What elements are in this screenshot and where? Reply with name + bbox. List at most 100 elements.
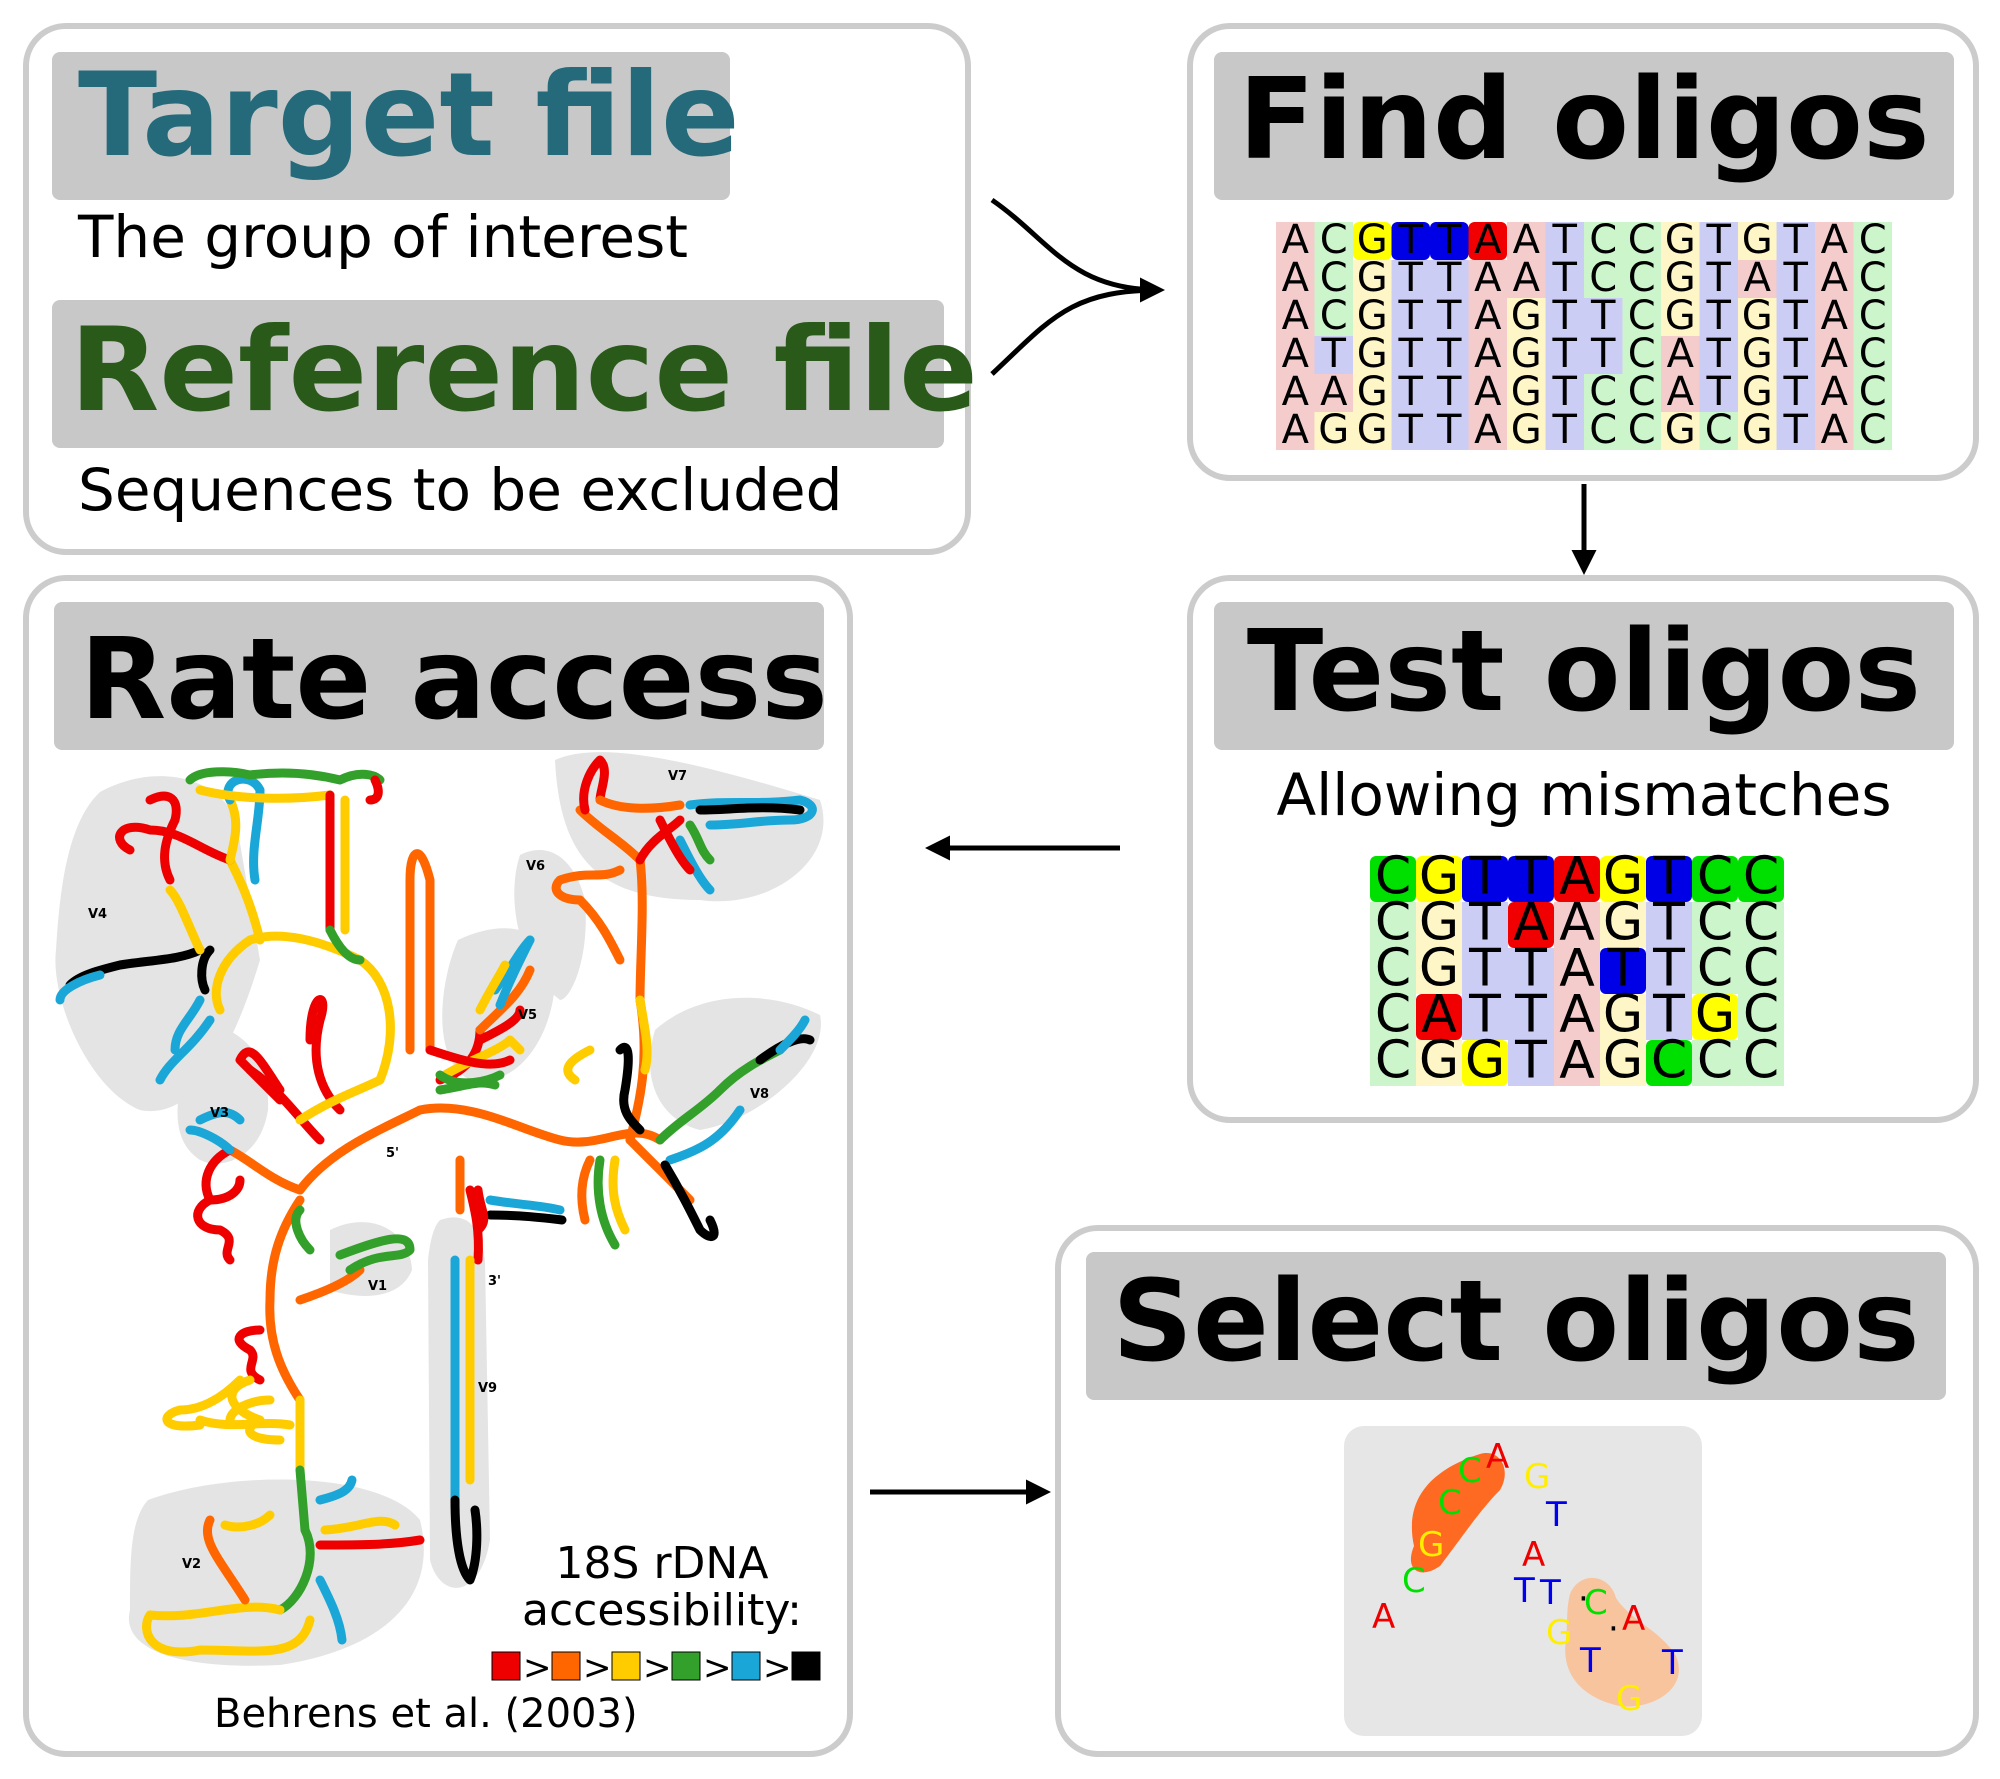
test_panel-cell (1600, 1040, 1646, 1086)
find_panel-cell (1776, 412, 1815, 450)
rrna-structure (55, 755, 817, 1657)
test_panel-base: A (1421, 985, 1457, 1045)
find_panel-cell (1584, 260, 1623, 298)
legend-swatch (671, 1651, 701, 1681)
legend-line-1: 18S rDNA (556, 1538, 769, 1589)
test_panel-cell (1416, 948, 1462, 994)
find_panel-base: T (1552, 293, 1578, 339)
region-label-v7: V7 (668, 769, 687, 784)
reference-title-bar (52, 300, 944, 448)
test_panel-base: G (1419, 893, 1459, 953)
find_panel-cell (1468, 222, 1507, 260)
find_panel-cell (1661, 374, 1700, 412)
find_panel-cell (1545, 374, 1584, 412)
test_panel-cell (1554, 948, 1600, 994)
find_panel-cell (1699, 412, 1738, 450)
find_panel-base: T (1783, 293, 1809, 339)
find_panel-cell (1622, 374, 1661, 412)
test_panel-cell (1646, 1040, 1692, 1086)
find_panel-cell (1815, 374, 1854, 412)
find_panel-base: A (1282, 369, 1310, 415)
test_panel-cell (1416, 1040, 1462, 1086)
test_panel-cell (1600, 902, 1646, 948)
test_panel-base: C (1697, 893, 1733, 953)
oligo-letter: C (1438, 1483, 1462, 1523)
find_panel-base: A (1282, 331, 1310, 377)
find_panel-base: T (1706, 293, 1732, 339)
find_panel-cell (1545, 336, 1584, 374)
find_panel-cell (1622, 412, 1661, 450)
oligo-letter: G (1546, 1613, 1572, 1653)
find_panel-base: A (1474, 217, 1502, 263)
find_panel-cell (1314, 298, 1353, 336)
region-label-v2: V2 (182, 1557, 201, 1572)
find_panel-base: C (1320, 217, 1348, 263)
test_panel-cell (1738, 856, 1784, 902)
find_panel-cell (1622, 298, 1661, 336)
find_panel-base: T (1783, 369, 1809, 415)
test_panel-base: C (1743, 893, 1779, 953)
test_panel-base: C (1375, 985, 1411, 1045)
oligo-letter: T (1545, 1495, 1567, 1535)
find_panel-base: T (1552, 331, 1578, 377)
rate-access-panel: Rate access (23, 575, 853, 1757)
find_panel-cell (1468, 336, 1507, 374)
test_panel-cell (1370, 994, 1416, 1040)
test_panel-base: G (1419, 939, 1459, 999)
test_panel-base: C (1375, 1031, 1411, 1091)
test_panel-base: T (1652, 893, 1685, 953)
find_panel-cell (1622, 222, 1661, 260)
find_panel-base: T (1436, 217, 1462, 263)
find_panel-cell (1430, 336, 1469, 374)
test_panel-base: G (1603, 985, 1643, 1045)
test_panel-base: T (1652, 985, 1685, 1045)
find_panel-base: A (1474, 293, 1502, 339)
find_panel-cell (1276, 336, 1315, 374)
region-label-v8: V8 (750, 1087, 769, 1102)
select-title: Select oligos (1112, 1257, 1919, 1387)
test_panel-base: T (1468, 847, 1501, 907)
region-label-v3: V3 (210, 1106, 229, 1121)
find_panel-cell (1391, 374, 1430, 412)
find_panel-base: T (1590, 331, 1616, 377)
find_panel-base: G (1357, 331, 1388, 377)
test_panel-cell (1370, 1040, 1416, 1086)
test_panel-base: C (1375, 847, 1411, 907)
find_panel-cell (1815, 222, 1854, 260)
find_panel-cell (1776, 222, 1815, 260)
find_panel-cell (1584, 412, 1623, 450)
find_panel-base: T (1398, 255, 1424, 301)
find_panel-base: T (1321, 331, 1347, 377)
find-title: Find oligos (1238, 55, 1929, 185)
test_panel-cell (1692, 902, 1738, 948)
reference-title: Reference file (70, 303, 978, 438)
find_panel-base: G (1318, 407, 1349, 453)
find_panel-cell (1507, 298, 1546, 336)
region-label-v9: V9 (478, 1381, 497, 1396)
find_panel-cell (1545, 412, 1584, 450)
find_panel-cell (1853, 260, 1892, 298)
find_panel-base: A (1667, 331, 1695, 377)
legend-separator: > (643, 1648, 672, 1688)
find_panel-cell (1699, 374, 1738, 412)
accessibility-legend: >>>>> (491, 1648, 821, 1688)
find_panel-base: C (1589, 407, 1617, 453)
test_panel-base: A (1559, 893, 1595, 953)
test_panel-base: G (1695, 985, 1735, 1045)
find_panel-cell (1699, 222, 1738, 260)
find_panel-cell (1815, 298, 1854, 336)
test_panel-base: C (1743, 847, 1779, 907)
test_panel-cell (1646, 856, 1692, 902)
find_panel-cell (1353, 260, 1392, 298)
find_panel-cell (1815, 412, 1854, 450)
test_panel-base: A (1559, 985, 1595, 1045)
find_panel-base: T (1436, 369, 1462, 415)
oligo-letter: A (1372, 1597, 1395, 1637)
test_panel-base: T (1468, 939, 1501, 999)
test_panel-cell (1416, 856, 1462, 902)
find_panel-base: C (1589, 255, 1617, 301)
find_panel-cell (1815, 260, 1854, 298)
